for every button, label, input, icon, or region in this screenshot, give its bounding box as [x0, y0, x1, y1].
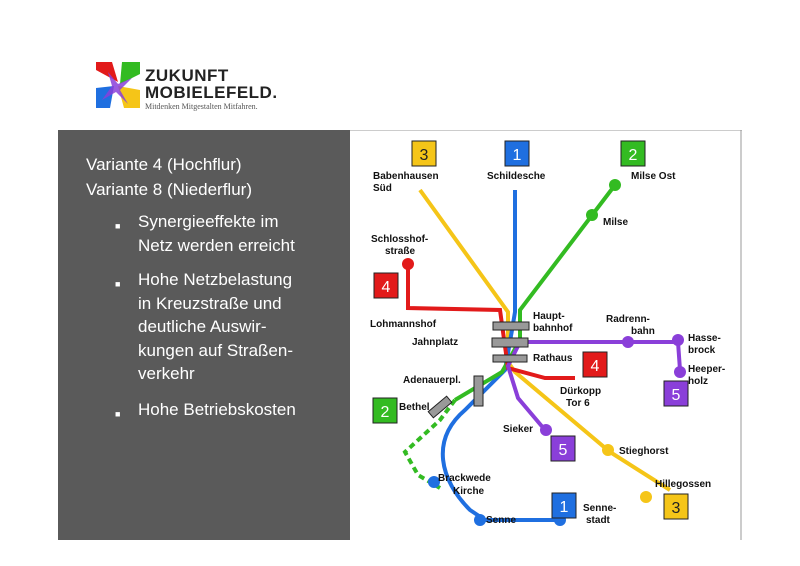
label-heeperholz-2: holz — [688, 376, 708, 387]
label-milse-ost: Milse Ost — [631, 171, 676, 182]
station-hassebrock — [672, 334, 684, 346]
bullet-text-betriebskosten: Hohe Betriebskosten — [138, 400, 296, 419]
svg-text:4: 4 — [591, 358, 600, 375]
panel-heading-variant4: Variante 4 (Hochflur) — [86, 155, 242, 174]
station-stieghorst — [602, 444, 614, 456]
bullet-icon: ■ — [115, 279, 121, 289]
station-schlosshofstrasse — [402, 258, 414, 270]
label-rathaus: Rathaus — [533, 353, 573, 364]
panel-heading-variant8: Variante 8 (Niederflur) — [86, 180, 252, 199]
bullet-text-synergy: Synergieeffekte im Netz werden erreicht — [138, 212, 295, 255]
svg-text:3: 3 — [420, 147, 429, 164]
label-schlosshof: Schlosshof- — [371, 234, 428, 245]
label-schlosshof-strasse: straße — [385, 246, 415, 257]
label-schildesche: Schildesche — [487, 171, 546, 182]
label-sennestadt-2: stadt — [586, 515, 611, 526]
station-radrennbahn — [622, 336, 634, 348]
badge-line-2-left: 2 — [372, 397, 398, 424]
label-hassebrock-2: brock — [688, 345, 716, 356]
station-heeperholz — [674, 366, 686, 378]
label-stieghorst: Stieghorst — [619, 446, 669, 457]
label-bethel: Bethel — [399, 402, 430, 413]
station-hillegossen — [640, 491, 652, 503]
label-babenhausen-sued: Süd — [373, 183, 392, 194]
station-hauptbahnhof-platform — [492, 321, 530, 331]
station-adenauerplatz-platform — [473, 375, 484, 407]
svg-text:5: 5 — [672, 387, 681, 404]
label-hauptbahnhof-1: Haupt- — [533, 311, 565, 322]
label-senne: Senne — [486, 515, 516, 526]
label-hassebrock-1: Hasse- — [688, 333, 721, 344]
label-radrennbahn-1: Radrenn- — [606, 314, 650, 325]
badge-line-4-left: 4 — [373, 272, 399, 299]
svg-text:2: 2 — [629, 147, 638, 164]
station-markers — [402, 179, 686, 526]
label-sennestadt-1: Senne- — [583, 503, 616, 514]
logo-title-line2: MOBIELEFELD. — [145, 83, 278, 102]
label-radrennbahn-2: bahn — [631, 326, 655, 337]
bullet-icon: ■ — [115, 221, 121, 231]
label-heeperholz-1: Heeper- — [688, 364, 725, 375]
label-duerkopp-1: Dürkopp — [560, 386, 601, 397]
logo-title-line1: ZUKUNFT — [145, 66, 229, 85]
svg-text:3: 3 — [672, 500, 681, 517]
station-jahnplatz-platform — [491, 337, 529, 348]
label-hauptbahnhof-2: bahnhof — [533, 323, 573, 334]
label-sieker: Sieker — [503, 424, 533, 435]
badge-line-3-bottom: 3 — [663, 493, 689, 520]
badge-line-1-bottom: 1 — [551, 492, 577, 519]
logo-tagline: Mitdenken Mitgestalten Mitfahren. — [145, 102, 258, 111]
line-5-route — [505, 340, 682, 432]
label-brackwede-1: Brackwede — [438, 473, 491, 484]
badge-line-5-right: 5 — [663, 380, 689, 407]
badge-line-2-top: 2 — [620, 140, 646, 167]
label-hillegossen: Hillegossen — [655, 479, 711, 490]
station-brackwede — [428, 476, 440, 488]
badge-line-4-right: 4 — [582, 351, 608, 378]
label-babenhausen: Babenhausen — [373, 171, 439, 182]
label-adenauerplatz: Adenauerpl. — [403, 375, 461, 386]
station-sieker — [540, 424, 552, 436]
label-jahnplatz: Jahnplatz — [412, 337, 458, 348]
label-milse: Milse — [603, 217, 628, 228]
line-1-route — [440, 190, 560, 522]
info-panel — [58, 130, 350, 540]
bullet-text-netzbelastung: Hohe Netzbelastung in Kreuzstraße und de… — [138, 270, 293, 383]
svg-text:2: 2 — [381, 404, 390, 421]
bullet-icon: ■ — [115, 409, 121, 419]
label-lohmannshof: Lohmannshof — [370, 319, 437, 330]
badge-line-3-top: 3 — [411, 140, 437, 167]
label-brackwede-2: Kirche — [453, 486, 485, 497]
station-bethel-platform — [427, 395, 453, 419]
label-duerkopp-2: Tor 6 — [566, 398, 590, 409]
badge-line-1-top: 1 — [504, 140, 530, 167]
logo-mark — [96, 62, 140, 108]
network-map: 3 1 2 4 4 2 5 5 1 3 Babenhausen Süd Schi… — [350, 130, 742, 540]
svg-text:5: 5 — [559, 442, 568, 459]
station-milse — [586, 209, 598, 221]
station-milse-ost — [609, 179, 621, 191]
svg-text:1: 1 — [560, 499, 569, 516]
svg-text:4: 4 — [382, 279, 391, 296]
station-rathaus-platform — [492, 354, 528, 363]
line-2-dashed-route — [402, 398, 457, 490]
station-senne — [474, 514, 486, 526]
badge-line-5-mid: 5 — [550, 435, 576, 462]
svg-text:1: 1 — [513, 147, 522, 164]
